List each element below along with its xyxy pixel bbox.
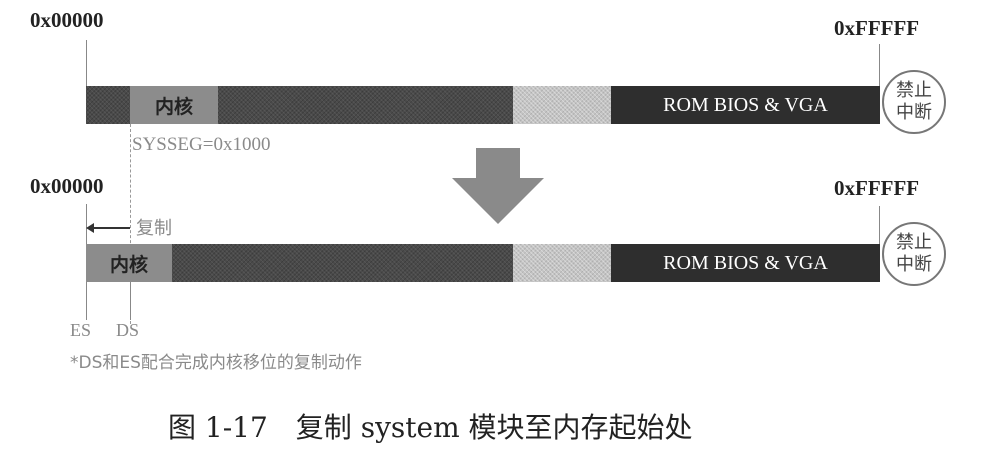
bottom-interrupt-line2: 中断: [896, 254, 932, 275]
es-label: ES: [70, 320, 92, 340]
bottom-interrupt-disabled-badge: 禁止 中断: [882, 222, 946, 286]
top-kernel-segment: 内核: [130, 86, 218, 124]
top-rom-bios-vga-segment: ROM BIOS & VGA: [611, 86, 880, 124]
top-start-marker: [86, 40, 87, 88]
top-interrupt-line1: 禁止: [896, 80, 932, 101]
bottom-ds-marker: [130, 282, 131, 320]
bottom-kernel-segment: 内核: [86, 244, 172, 282]
sysseg-label: SYSSEG=0x1000: [132, 134, 271, 155]
bottom-interrupt-line1: 禁止: [896, 232, 932, 253]
top-interrupt-line2: 中断: [896, 102, 932, 123]
bottom-memory-bar: 内核 ROM BIOS & VGA: [86, 244, 880, 282]
bottom-free-memory-segment: [172, 244, 513, 282]
bottom-rom-label: ROM BIOS & VGA: [663, 251, 828, 274]
bottom-reserved-segment: [513, 244, 611, 282]
top-address-start: 0x00000: [30, 8, 104, 32]
bottom-rom-bios-vga-segment: ROM BIOS & VGA: [611, 244, 880, 282]
figure-caption: 图 1-17 复制 system 模块至内存起始处: [168, 411, 693, 444]
top-kernel-label: 内核: [154, 95, 193, 118]
sysseg-dashed-guide: [130, 124, 131, 324]
top-address-end: 0xFFFFF: [834, 16, 920, 40]
bottom-address-start: 0x00000: [30, 174, 104, 198]
copy-arrow-icon: [86, 223, 130, 233]
top-reserved-segment: [513, 86, 611, 124]
top-end-marker: [879, 44, 880, 88]
top-free-memory-segment: [218, 86, 513, 124]
top-rom-label: ROM BIOS & VGA: [663, 93, 828, 116]
bottom-end-marker: [879, 206, 880, 246]
top-low-memory-segment: [86, 86, 130, 124]
ds-label: DS: [116, 320, 140, 340]
footnote: *DS和ES配合完成内核移位的复制动作: [70, 353, 362, 373]
down-arrow-icon: [452, 148, 544, 224]
top-memory-bar: 内核 ROM BIOS & VGA: [86, 86, 880, 124]
copy-label: 复制: [136, 218, 172, 239]
top-interrupt-disabled-badge: 禁止 中断: [882, 70, 946, 134]
bottom-kernel-label: 内核: [109, 253, 148, 276]
bottom-address-end: 0xFFFFF: [834, 176, 920, 200]
